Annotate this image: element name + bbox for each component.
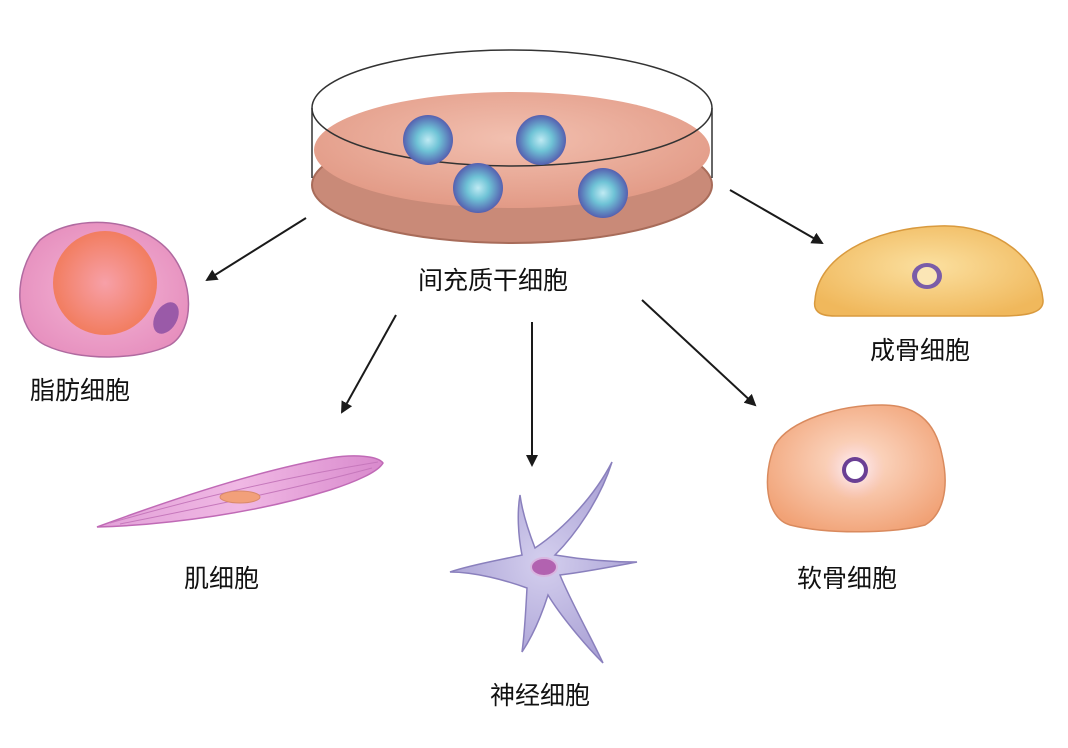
osteoblast-cell bbox=[813, 225, 1044, 317]
stem-cell bbox=[453, 163, 503, 213]
stem-cell bbox=[403, 115, 453, 165]
adipocyte-lipid-droplet bbox=[53, 231, 157, 335]
arrow-to-chondrocyte bbox=[641, 299, 757, 407]
dish-wall bbox=[311, 108, 713, 178]
label-neuron: 神经细胞 bbox=[490, 681, 591, 710]
adipocyte-cell bbox=[19, 221, 190, 358]
stem-cell bbox=[516, 115, 566, 165]
arrow-to-osteoblast bbox=[729, 189, 824, 244]
muscle-fiber bbox=[109, 461, 379, 524]
muscle-cell bbox=[96, 455, 384, 528]
arrow-to-adipocyte bbox=[205, 217, 307, 282]
stem-cell bbox=[578, 168, 628, 218]
arrows bbox=[205, 189, 824, 467]
petri-dish bbox=[311, 49, 713, 244]
muscle-nucleus bbox=[219, 490, 261, 504]
neuron-cell bbox=[449, 461, 638, 664]
chondrocyte-lacuna bbox=[846, 461, 864, 479]
label-mesenchymal-stem-cell: 间充质干细胞 bbox=[418, 266, 569, 295]
label-chondrocyte: 软骨细胞 bbox=[797, 564, 898, 593]
arrow-to-muscle bbox=[341, 314, 397, 414]
chondrocyte-cell bbox=[766, 404, 946, 533]
adipocyte-nucleus bbox=[153, 302, 179, 334]
osteoblast-nucleolus bbox=[917, 267, 937, 285]
label-osteoblast: 成骨细胞 bbox=[870, 336, 971, 365]
neuron-nucleus bbox=[530, 557, 558, 577]
label-muscle-cell: 肌细胞 bbox=[184, 564, 260, 593]
dish-lid bbox=[311, 49, 713, 167]
label-adipocyte: 脂肪细胞 bbox=[30, 376, 131, 405]
